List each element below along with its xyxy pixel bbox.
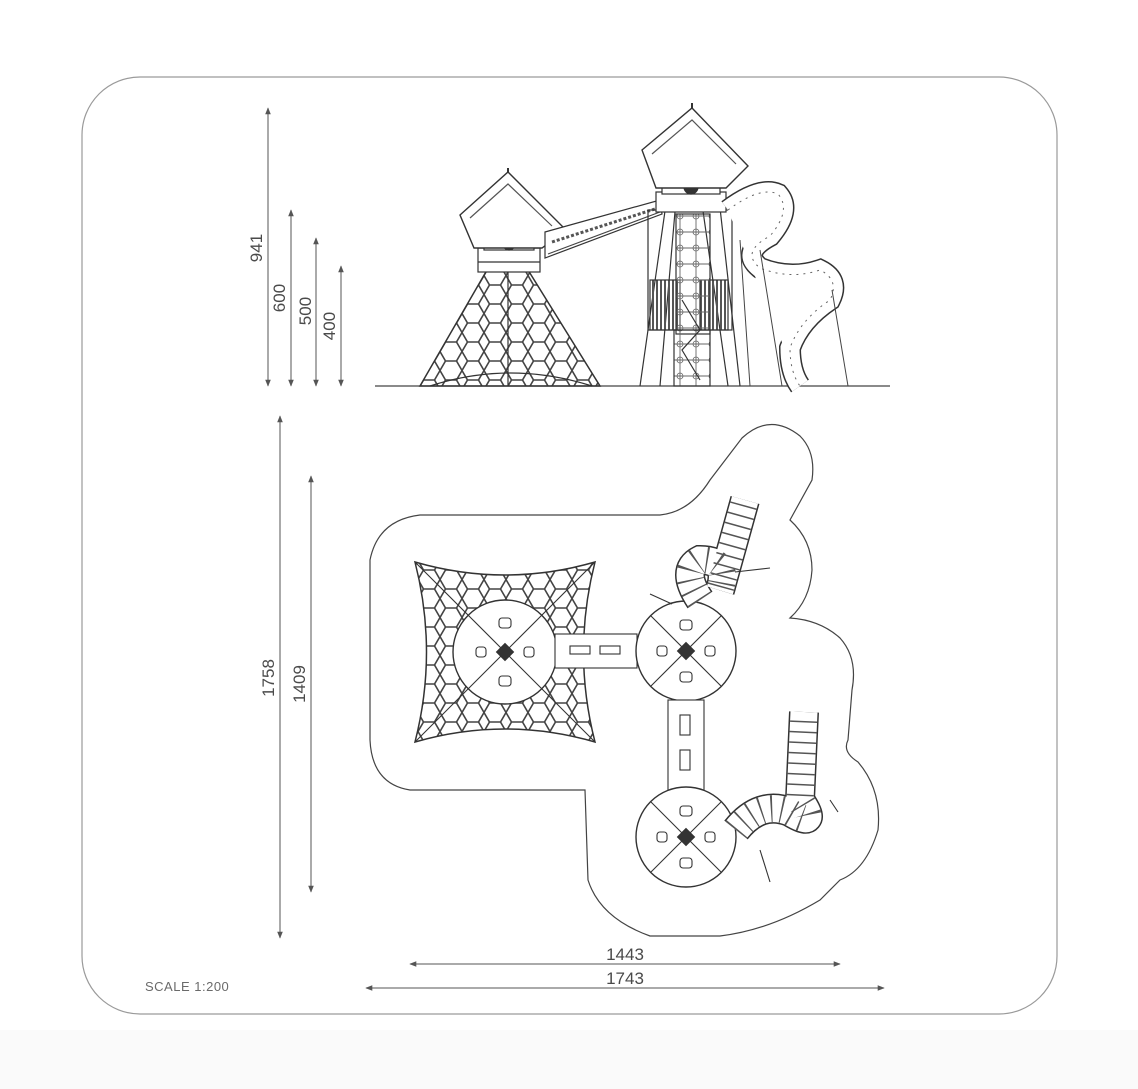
plan-view	[369, 423, 880, 937]
plan-cabin-lower	[635, 786, 737, 888]
plan-bridge-vertical	[667, 699, 705, 795]
right-tower-frame	[639, 189, 741, 387]
dimension-941: 941	[247, 234, 266, 262]
scale-label: SCALE 1:200	[145, 979, 229, 994]
dimension-1443: 1443	[606, 945, 644, 964]
dimension-1743: 1743	[606, 969, 644, 988]
plan-tube-slide-lower	[724, 711, 839, 883]
elevation-dimension-lines	[265, 107, 344, 387]
left-tower-net	[418, 269, 602, 387]
tube-slide	[721, 181, 849, 393]
dimension-400: 400	[320, 312, 339, 340]
dimension-1409: 1409	[290, 665, 309, 703]
plan-tube-slide-upper	[649, 495, 771, 609]
dimension-600: 600	[270, 284, 289, 312]
plan-dimension-lines	[277, 415, 885, 991]
safety-zone-outline	[369, 423, 880, 937]
right-tower-cabin	[641, 103, 749, 213]
left-tower-cabin	[459, 168, 568, 273]
plan-cabin-left	[452, 599, 558, 705]
plan-cabin-center	[635, 600, 737, 702]
bridge-ramp	[544, 199, 663, 259]
drawing-frame	[81, 76, 1058, 1015]
dimension-1758: 1758	[259, 659, 278, 697]
bottom-fade	[0, 1030, 1138, 1089]
plan-bridge-horizontal	[554, 633, 638, 669]
dimension-500: 500	[296, 297, 315, 325]
elevation-view	[375, 103, 890, 393]
